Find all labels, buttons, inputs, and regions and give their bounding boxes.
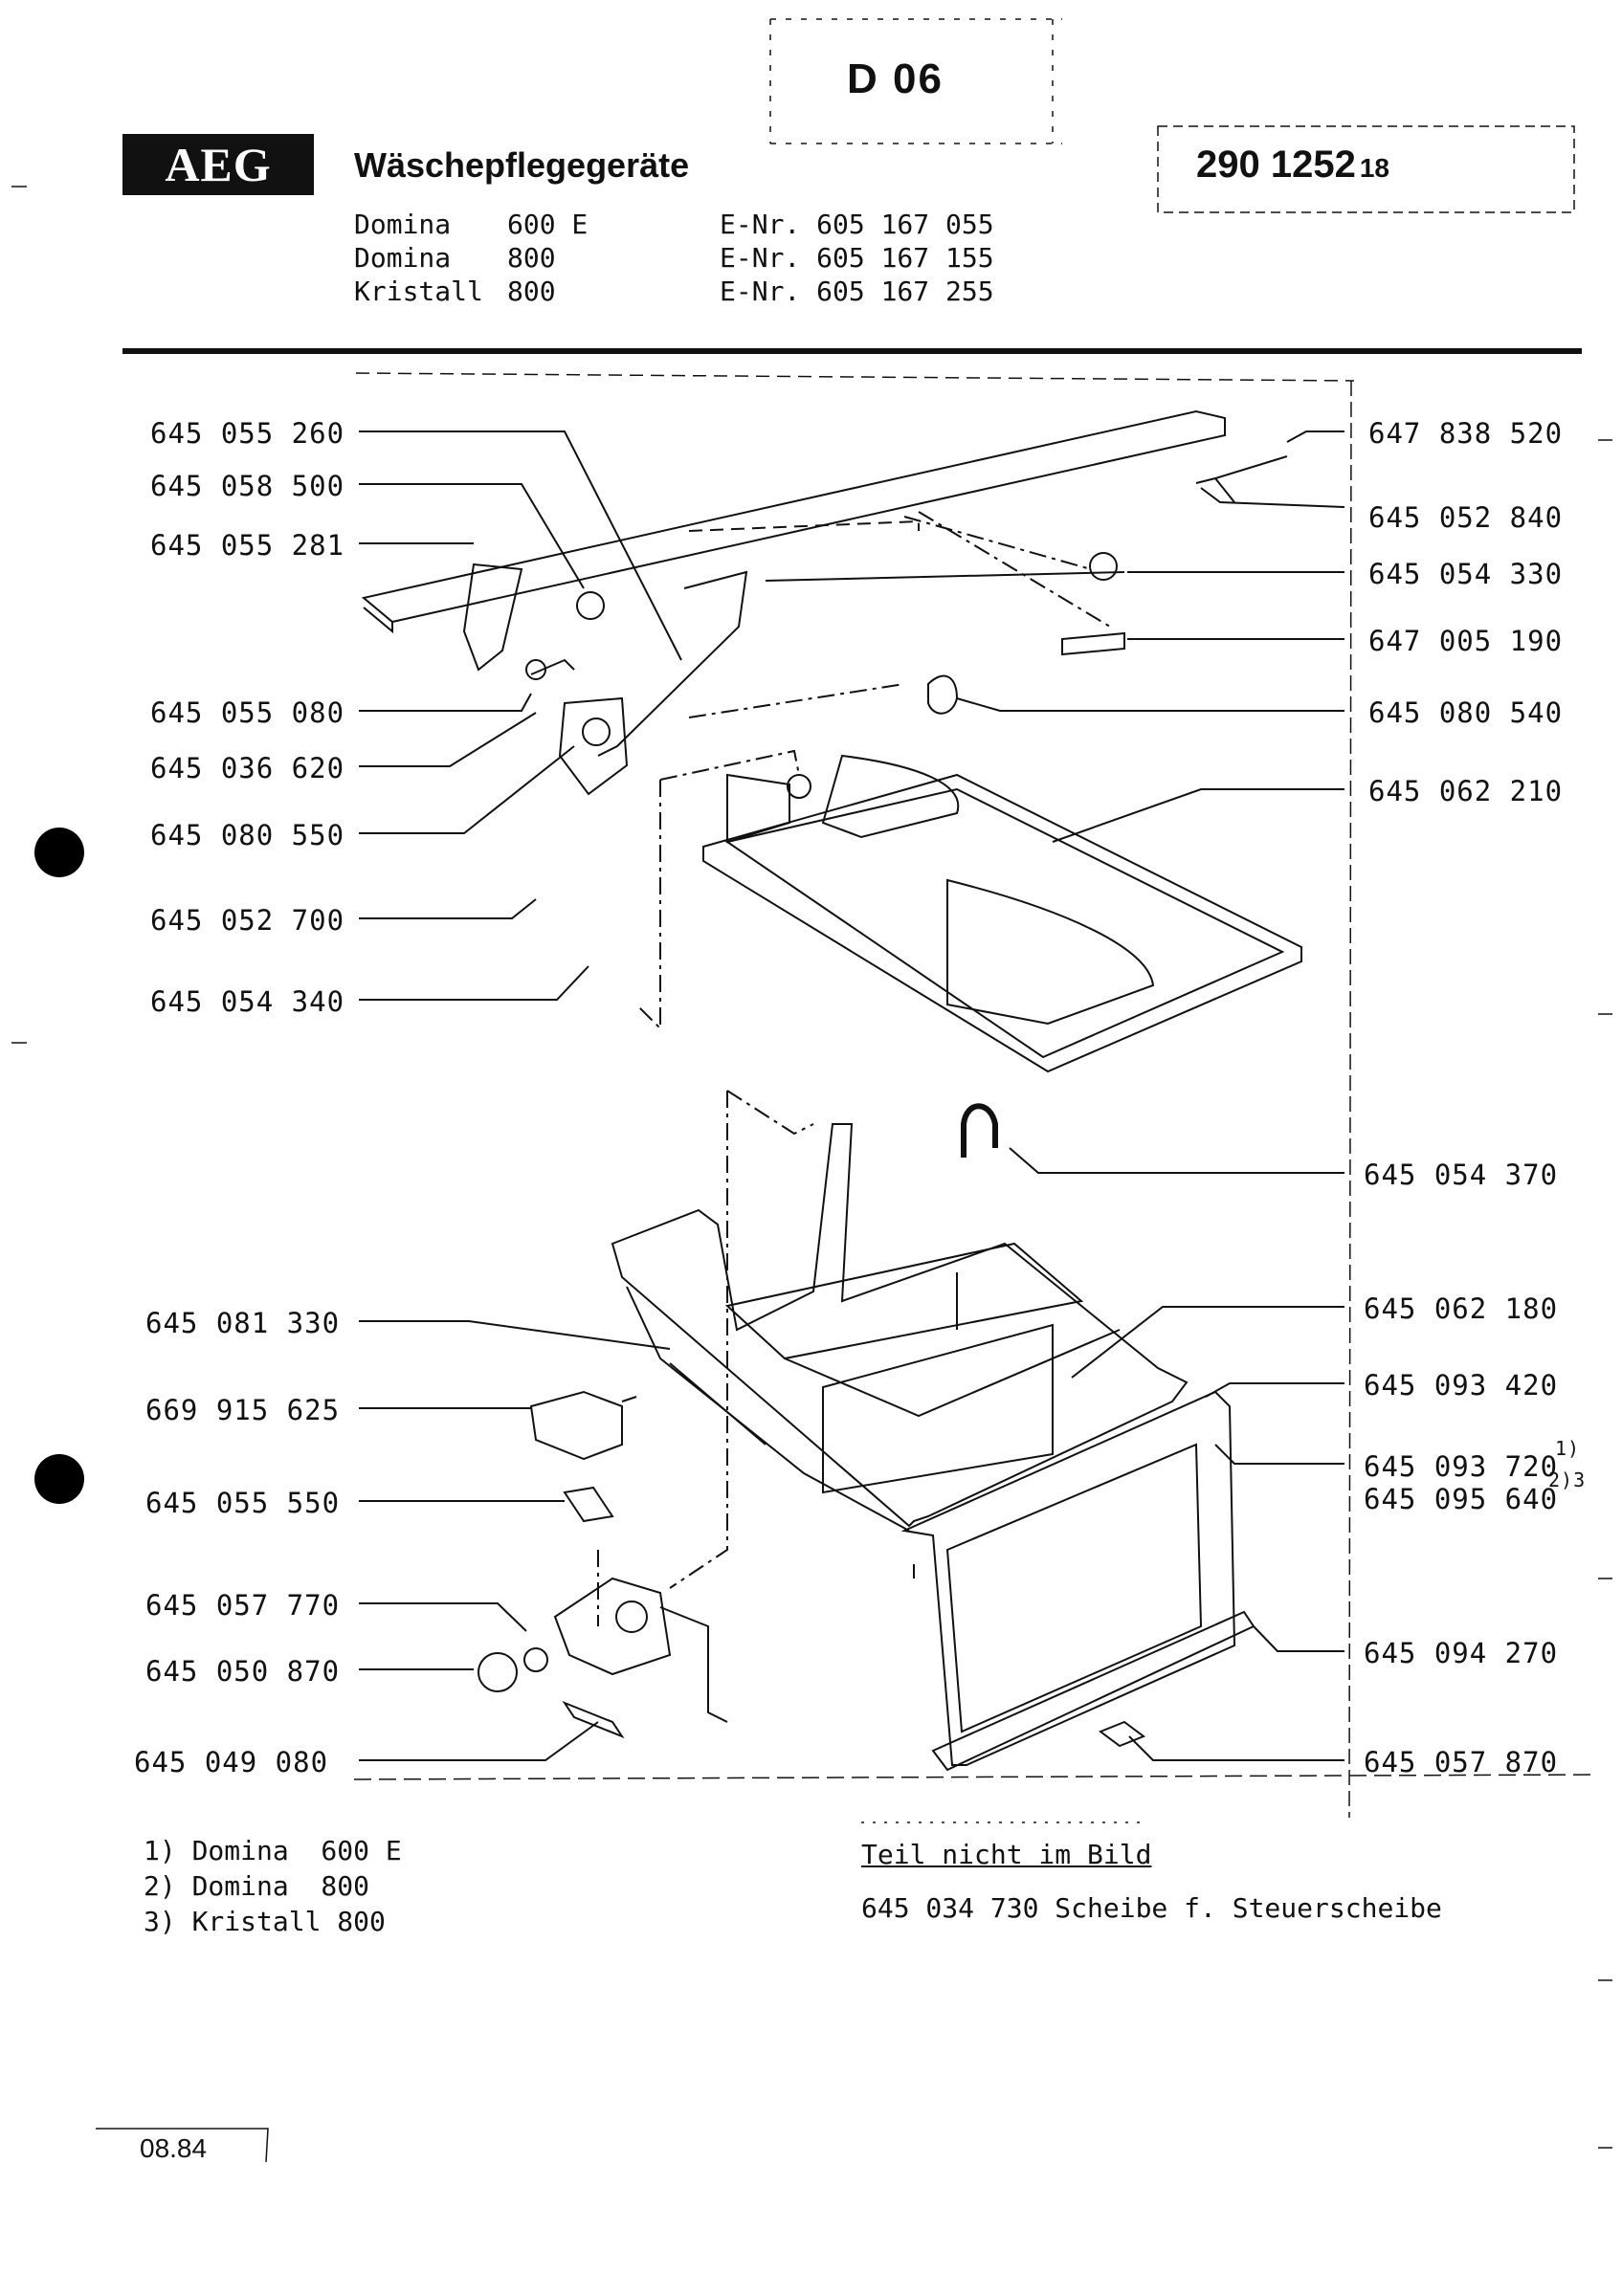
part-label: 645 055 281: [150, 529, 345, 562]
part-label: 645 062 180: [1364, 1292, 1559, 1325]
part-label: 645 057 770: [145, 1589, 341, 1622]
part-label: 645 094 270: [1364, 1637, 1559, 1669]
footnote: 1) Domina 600 E: [144, 1835, 402, 1866]
part-label: 645 062 210: [1368, 775, 1564, 807]
sheet-code: D 06: [847, 55, 944, 102]
part-label: 645 050 870: [145, 1655, 341, 1688]
part-label: 645 054 340: [150, 985, 345, 1018]
part-label: 647 005 190: [1368, 625, 1564, 657]
aeg-logo: AEG: [122, 134, 314, 195]
part-label: 645 052 840: [1368, 501, 1564, 534]
part-label: 645 055 550: [145, 1487, 341, 1519]
part-label: 645 054 330: [1368, 558, 1564, 590]
footnote: 2) Domina 800: [144, 1870, 370, 1902]
print-date: 08.84: [140, 2133, 208, 2163]
document-number-suffix: 18: [1359, 153, 1389, 183]
part-label: 645 055 080: [150, 696, 345, 729]
part-label: 645 057 870: [1364, 1746, 1559, 1778]
model-variant: 600 E: [507, 209, 589, 240]
part-label: 645 093 720: [1364, 1450, 1559, 1483]
footnote: 3) Kristall 800: [144, 1906, 386, 1937]
not-shown-heading: Teil nicht im Bild: [861, 1839, 1152, 1870]
header-rule: [122, 348, 1582, 354]
model-variant: 800: [507, 242, 556, 274]
part-label: 645 058 500: [150, 470, 345, 502]
part-label: 645 093 420: [1364, 1369, 1559, 1402]
document-number-main: 290 1252: [1196, 144, 1356, 186]
punch-hole-mark: [34, 828, 84, 877]
part-label: 669 915 625: [145, 1394, 341, 1426]
page-title: Wäschepflegegeräte: [354, 145, 690, 185]
part-label: 645 055 260: [150, 417, 345, 450]
model-variant: 800: [507, 276, 556, 307]
model-name: Kristall: [354, 276, 483, 307]
part-label: 645 095 640: [1364, 1483, 1559, 1515]
not-shown-part: 645 034 730 Scheibe f. Steuerscheibe: [861, 1892, 1442, 1924]
part-label: 645 081 330: [145, 1307, 341, 1339]
model-enr: E-Nr. 605 167 255: [720, 276, 994, 307]
model-enr: E-Nr. 605 167 055: [720, 209, 994, 240]
part-label: 645 080 550: [150, 819, 345, 851]
punch-hole-mark: [34, 1454, 84, 1504]
part-label: 645 054 370: [1364, 1159, 1559, 1191]
model-name: Domina: [354, 209, 452, 240]
model-enr: E-Nr. 605 167 155: [720, 242, 994, 274]
part-label-superscript: 1): [1555, 1437, 1581, 1460]
part-label: 647 838 520: [1368, 417, 1564, 450]
part-label: 645 080 540: [1368, 696, 1564, 729]
part-label: 645 049 080: [134, 1746, 329, 1778]
part-label: 645 052 700: [150, 904, 345, 937]
part-label-superscript: 2)3: [1548, 1468, 1587, 1491]
part-label: 645 036 620: [150, 752, 345, 784]
model-name: Domina: [354, 242, 452, 274]
